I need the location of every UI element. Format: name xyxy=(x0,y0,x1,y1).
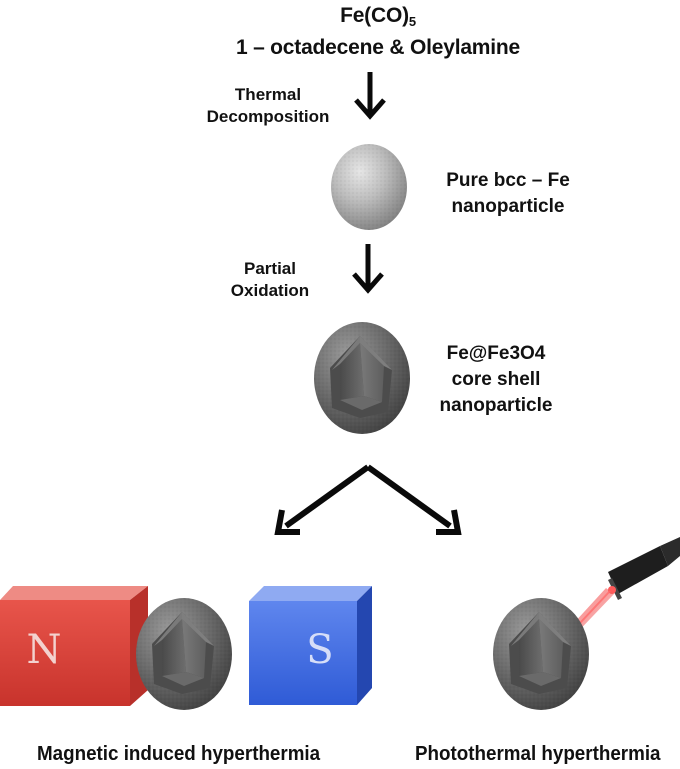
north-magnet xyxy=(0,586,148,706)
product-2-line-2: core shell xyxy=(451,369,541,390)
step-1-line-1: Thermal xyxy=(234,85,302,104)
pure-fe-nanoparticle xyxy=(331,144,407,230)
south-magnet xyxy=(249,586,372,705)
precursor-solvents: 1 – octadecene & Oleylamine xyxy=(235,36,521,59)
product-1-line-1: Pure bcc – Fe xyxy=(446,170,570,191)
magnet-south-letter: S xyxy=(306,627,334,673)
core-shell-nanoparticle-magnetic xyxy=(136,598,232,710)
precursor-label: Fe(CO)5 1 – octadecene & Oleylamine xyxy=(0,3,680,61)
precursor-formula: Fe(CO) xyxy=(340,4,409,27)
product-pure-fe-label: Pure bcc – Fe nanoparticle xyxy=(433,168,583,220)
step-2-line-2: Oxidation xyxy=(230,281,310,300)
magnet-north-letter: N xyxy=(26,627,62,673)
split-arrows xyxy=(274,464,462,535)
product-2-line-1: Fe@Fe3O4 xyxy=(446,343,546,364)
laser-device xyxy=(608,537,680,600)
product-1-line-2: nanoparticle xyxy=(451,196,565,217)
arrow-down-1 xyxy=(354,72,386,120)
core-shell-nanoparticle xyxy=(314,322,410,434)
arrow-down-2 xyxy=(352,244,384,294)
step-thermal-decomposition: Thermal Decomposition xyxy=(198,84,338,128)
step-1-line-2: Decomposition xyxy=(206,107,330,126)
product-core-shell-label: Fe@Fe3O4 core shell nanoparticle xyxy=(436,341,556,419)
application-magnetic-label: Magnetic induced hyperthermia xyxy=(37,743,321,765)
precursor-formula-subscript: 5 xyxy=(408,14,416,29)
step-2-line-1: Partial xyxy=(244,259,296,278)
application-photothermal-label: Photothermal hyperthermia xyxy=(415,743,661,765)
step-partial-oxidation: Partial Oxidation xyxy=(215,258,325,302)
core-shell-nanoparticle-photothermal xyxy=(493,598,589,710)
product-2-line-3: nanoparticle xyxy=(439,395,553,416)
